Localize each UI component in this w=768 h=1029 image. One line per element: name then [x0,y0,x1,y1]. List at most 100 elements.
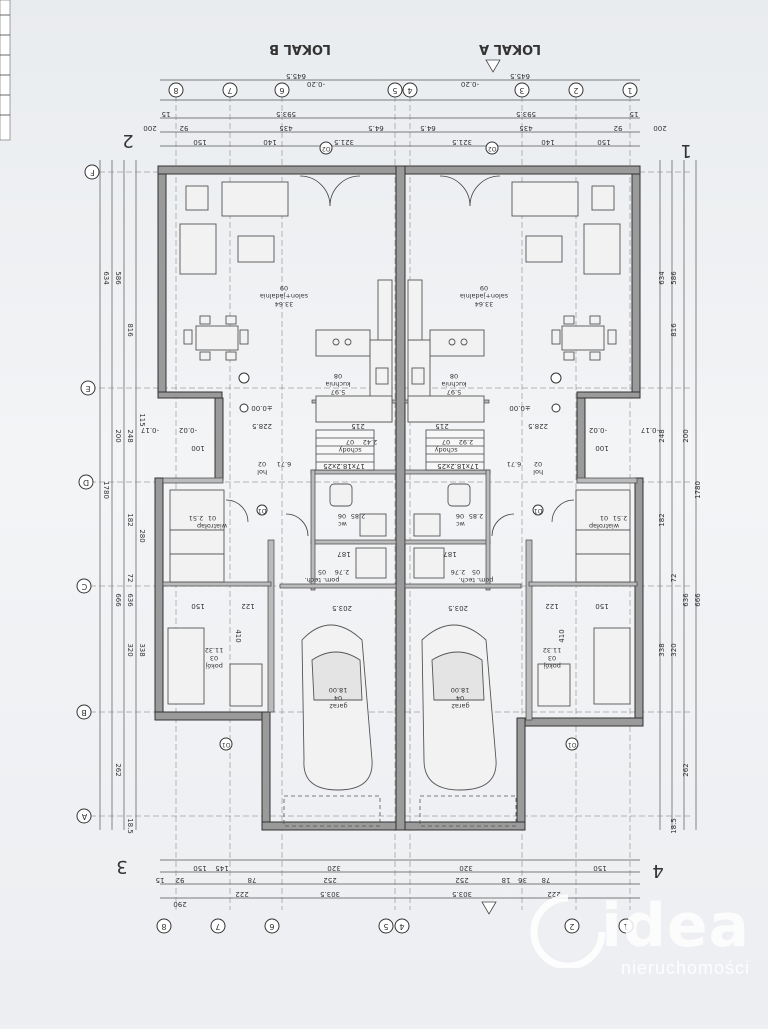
grid-bubble-bottom-7: 7 [210,918,226,934]
svg-text:08: 08 [450,372,458,380]
dim-bottom-10: 303.5 [452,890,472,898]
svg-text:D: D [83,478,89,487]
svg-text:05: 05 [318,568,326,576]
dim-bottom-16: 15 [156,876,165,884]
svg-text:pom. tech.: pom. tech. [459,576,494,584]
dim-in-15: 17x18.2x25 [323,462,365,470]
svg-text:3: 3 [519,86,524,95]
tag-d1-a: D1 [534,507,543,514]
svg-text:2: 2 [569,922,574,931]
dim-bottom-7: 78 [248,876,257,884]
grid-bubble-bottom-5: 5 [378,918,394,934]
dim-in-4: 228.5 [528,422,548,430]
grid-bubble-bottom-4: 4 [394,918,410,934]
svg-text:18.00: 18.00 [451,686,470,694]
dim-top-7: 321.5 [334,138,354,146]
dim-left-7: 115 [138,413,146,426]
level-a-entry: -0.02 [589,426,607,434]
svg-text:2.85: 2.85 [351,512,365,520]
level-b-entry: -0.02 [179,426,197,434]
level-b-outside: -0.17 [141,426,159,434]
svg-text:2.92: 2.92 [459,438,473,446]
svg-text:garaż: garaż [329,702,348,710]
svg-text:04: 04 [334,694,342,702]
svg-text:7: 7 [215,922,220,931]
grid-bubble-bottom-2: 2 [564,918,580,934]
dim-bottom-9: 303.5 [320,890,340,898]
dim-top-4: 593.5 [516,110,536,118]
svg-text:salon+jadalnia: salon+jadalnia [260,292,308,300]
dim-in-14: 100 [595,444,608,452]
dim-left-14: 338 [138,643,146,656]
quadrant-2: 2 [122,130,133,151]
grid-bubble-top-3: 3 [514,82,530,98]
grid-bubble-bottom-1: 1 [618,918,634,934]
dim-top-15: 200 [143,124,156,132]
dim-in-10: 187 [443,550,456,558]
dim-top-10: 64.5 [420,124,436,132]
svg-text:02: 02 [258,460,266,468]
dim-left-3: 816 [126,323,134,337]
dim-right-10: 72 [670,574,678,583]
dim-left-16: 18.5 [126,818,134,834]
room-b-08: 08 kuchnia 5.97 [325,372,350,396]
room-b-04: 04 garaż 18.00 [329,686,348,710]
grid-bubble-top-2: 2 [568,82,584,98]
svg-text:08: 08 [334,372,342,380]
dim-top-12: 140 [263,138,276,146]
dim-bottom-3: 320 [327,864,340,872]
dim-right-5: 200 [682,429,690,442]
dim-left-11: 636 [126,593,134,607]
dim-top-14: 150 [597,138,610,146]
svg-text:09: 09 [280,284,288,292]
dim-left-2: 586 [114,271,122,285]
dim-left-13: 320 [126,643,134,656]
svg-text:pokój: pokój [205,662,223,670]
svg-text:5: 5 [392,86,397,95]
dim-top-8: 321.5 [452,138,472,146]
dim-bottom-5: 252 [323,876,336,884]
svg-text:7: 7 [227,86,232,95]
level-b-floor: ±0.00 [251,404,272,412]
dim-in-18: 150 [595,602,608,610]
svg-text:01: 01 [208,514,216,522]
svg-text:salon+jadalnia: salon+jadalnia [460,292,508,300]
dim-top-19: 15 [162,110,171,118]
svg-text:2.51: 2.51 [613,514,627,522]
svg-text:2.76: 2.76 [451,568,465,576]
dim-right-4: 1780 [694,481,702,499]
dim-top-16: 200 [653,124,666,132]
svg-text:hol: hol [533,468,543,476]
svg-text:wiatrołap: wiatrołap [589,522,619,530]
svg-text:2.42: 2.42 [363,438,377,446]
grid-bubble-top-4: 4 [402,82,418,98]
svg-text:2: 2 [573,86,578,95]
dim-top-11: 150 [193,138,206,146]
svg-text:6: 6 [279,86,284,95]
dim-in-5: 203.5 [332,604,352,612]
svg-text:1: 1 [627,86,632,95]
room-b-07: 07 schody 2.42 [338,438,377,454]
svg-text:5.97: 5.97 [331,388,345,396]
svg-text:pokój: pokój [543,662,561,670]
svg-text:hol: hol [257,468,267,476]
dim-bottom-4: 320 [459,864,472,872]
lokal-b-title: LOKAL B [269,41,331,56]
svg-text:E: E [85,384,90,393]
dim-top-18: 92 [614,124,623,132]
svg-text:8: 8 [161,922,166,931]
svg-text:pom. tech.: pom. tech. [305,576,340,584]
svg-text:6.71: 6.71 [507,460,521,468]
svg-text:A: A [81,812,87,821]
grid-bubble-left-E: E [80,380,96,396]
dim-in-11: 122 [241,602,254,610]
svg-text:garaż: garaż [451,702,470,710]
svg-text:wc: wc [456,520,465,528]
room-a-05: 05 pom. tech. 2.76 [451,568,494,584]
room-a-03: 03 pokój 11.32 [543,646,562,670]
svg-text:2.85: 2.85 [469,512,483,520]
room-b-02: 02 hol 6.71 [257,460,291,476]
dim-left-8: 182 [126,513,134,526]
svg-text:4: 4 [407,86,412,95]
